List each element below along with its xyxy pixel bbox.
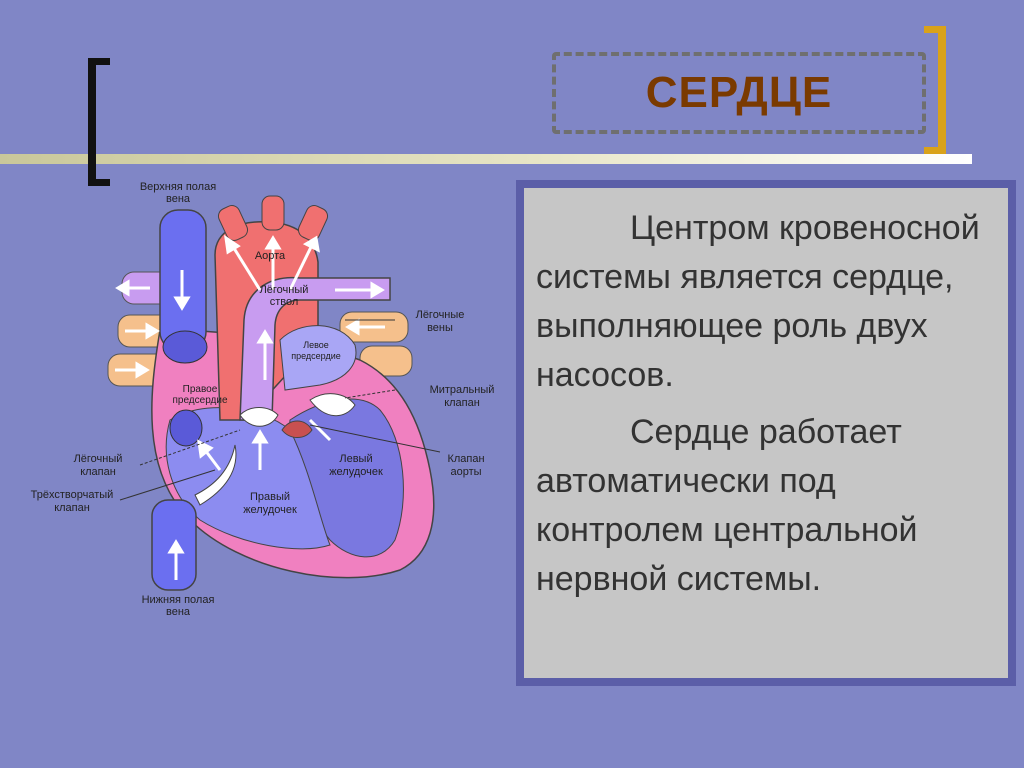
label-aortic-valve-1: Клапан (447, 453, 484, 465)
pulmonary-valve (239, 407, 279, 427)
label-inferior-vena-cava-1: Нижняя полая (142, 594, 215, 606)
label-aorta: Аорта (255, 250, 286, 262)
aortic-valve (281, 420, 313, 438)
label-pulmonary-veins-2: вены (427, 322, 453, 334)
slide-title: СЕРДЦЕ (645, 68, 833, 117)
label-aortic-valve-2: аорты (450, 466, 481, 478)
label-mitral-valve-1: Митральный (430, 384, 495, 396)
label-pulmonary-valve-2: клапан (80, 466, 116, 478)
mitral-valve (309, 393, 356, 417)
label-pulmonary-trunk-2: ствол (270, 296, 299, 308)
blood-flow-arrows (115, 234, 385, 580)
horizontal-rule (0, 154, 972, 164)
label-mitral-valve-2: клапан (444, 397, 480, 409)
label-right-atrium-2: предсердие (172, 395, 227, 406)
label-right-ventricle-2: желудочек (243, 504, 297, 516)
left-atrium (279, 325, 357, 391)
left-bracket-decoration (88, 58, 110, 186)
pulmonary-trunk (239, 276, 391, 421)
paragraph-2: Сердце работает автоматически под контро… (536, 413, 918, 598)
label-pulmonary-veins-1: Лёгочные (416, 309, 465, 321)
tricuspid-valve (194, 444, 237, 506)
right-bracket-decoration (924, 26, 946, 154)
label-left-atrium-1: Левое (303, 340, 329, 350)
leader-lines (119, 319, 441, 501)
label-inferior-vena-cava-2: вена (166, 606, 191, 618)
label-superior-vena-cava-1: Верхняя полая (140, 181, 216, 193)
label-left-atrium-2: предсердие (291, 351, 341, 361)
label-left-ventricle-1: Левый (339, 453, 372, 465)
label-superior-vena-cava-2: вена (166, 193, 191, 205)
label-tricuspid-valve-2: клапан (54, 502, 90, 514)
text-panel: Центром кровеносной системы является сер… (516, 180, 1016, 686)
label-pulmonary-valve-1: Лёгочный (74, 453, 123, 465)
label-tricuspid-valve-1: Трёхстворчатый (31, 489, 114, 501)
label-right-ventricle-1: Правый (250, 491, 290, 503)
label-right-atrium-1: Правое (183, 384, 218, 395)
heart-diagram: Верхняя полая вена Аорта Лёгочный ствол … (31, 181, 495, 618)
diagram-labels: Верхняя полая вена Аорта Лёгочный ствол … (31, 181, 495, 618)
label-pulmonary-trunk-1: Лёгочный (260, 284, 309, 296)
title-box: СЕРДЦЕ (552, 52, 926, 134)
label-left-ventricle-2: желудочек (329, 466, 383, 478)
paragraph-1: Центром кровеносной системы является сер… (536, 209, 980, 394)
